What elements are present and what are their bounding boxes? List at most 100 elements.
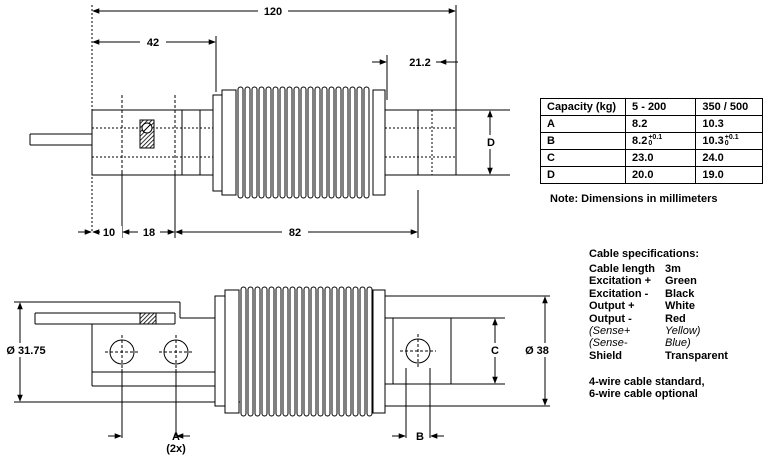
dim-label-b: B: [416, 431, 424, 443]
bellows-rib: [331, 286, 338, 417]
dim-label-a-note: (2x): [166, 443, 186, 455]
header-range-1: 5 - 200: [625, 98, 697, 116]
row-value-2: 19.0: [695, 166, 763, 184]
row-value-2: 24.0: [695, 149, 763, 167]
cable-spec-key: (Sense+: [589, 324, 631, 337]
bellows-rib: [293, 86, 300, 199]
cable-spec-key: Shield: [589, 349, 623, 362]
cable-spec-value: Blue): [665, 337, 691, 350]
tolerance-upper: +0.1: [724, 134, 739, 142]
cable-spec-row: (Sense- Blue): [589, 337, 728, 349]
dimensions-note: Note: Dimensions in millimeters: [550, 193, 718, 205]
bellows-rib: [282, 286, 289, 417]
top-view: [29, 5, 510, 238]
bellows-rib: [261, 286, 268, 417]
table-row-a: A 8.2 10.3: [539, 115, 763, 133]
header-range-2: 350 / 500: [695, 98, 763, 116]
table-row-c: C 23.0 24.0: [539, 149, 763, 167]
row-value-2: 10.3: [702, 135, 724, 147]
bellows-rib: [296, 286, 303, 417]
row-value-1: 8.2: [625, 115, 697, 133]
dim-end-block: 21.2: [409, 57, 430, 69]
tolerance-lower: 0: [724, 140, 729, 148]
bellows-rib: [352, 286, 359, 417]
bellows-rib: [251, 86, 258, 199]
dim-seg-10: 10: [103, 227, 115, 239]
cable-standard-line-1: 4-wire cable standard,: [589, 376, 705, 388]
bellows-rib: [338, 286, 345, 417]
row-value-1: 23.0: [625, 149, 697, 167]
bottom-view: [14, 289, 550, 438]
tolerance-lower: 0: [648, 140, 653, 148]
row-value-1: 8.2: [632, 135, 648, 147]
bellows-rib: [240, 286, 247, 417]
bellows-rib: [303, 286, 310, 417]
cable-spec-key: Output +: [589, 300, 635, 313]
bellows-rib: [247, 286, 254, 417]
bellows-rib: [317, 286, 324, 417]
dim-diameter-left: Ø 31.75: [6, 345, 45, 357]
bellows-bottom: [240, 286, 373, 417]
bellows-rib: [356, 86, 363, 199]
table-row-d: D 20.0 19.0: [539, 166, 763, 184]
cable-spec-row: Excitation -Black: [589, 288, 728, 300]
bellows-rib: [349, 86, 356, 199]
cable-spec-key: Excitation +: [589, 275, 652, 288]
tolerance-upper: +0.1: [648, 134, 663, 142]
bellows-rib: [328, 86, 335, 199]
capacity-table: Capacity (kg) 5 - 200 350 / 500 A 8.2 10…: [539, 98, 763, 184]
bellows-rib: [300, 86, 307, 199]
cable-spec-key: Cable length: [589, 263, 656, 275]
cable-spec-value: White: [665, 300, 695, 313]
bellows-rib: [289, 286, 296, 417]
dim-diameter-right: Ø 38: [525, 345, 549, 357]
row-label: D: [539, 166, 627, 184]
cable-spec-row: Shield Transparent: [589, 350, 728, 362]
bellows-top: [237, 86, 370, 199]
dim-seg-82: 82: [289, 227, 301, 239]
bellows-rib: [314, 86, 321, 199]
cable-spec-value: Black: [665, 287, 695, 300]
bellows-rib: [244, 86, 251, 199]
bellows-rib: [310, 286, 317, 417]
cable-spec-row: Excitation + Green: [589, 275, 728, 287]
dim-to-flange: 42: [147, 37, 159, 49]
cable-spec-value: Red: [665, 312, 686, 325]
bellows-rib: [335, 86, 342, 199]
cable-spec-row: Output + White: [589, 300, 728, 312]
row-value-1: 20.0: [625, 166, 697, 184]
cable-spec-key: (Sense-: [589, 337, 628, 350]
row-value-2: 10.3: [695, 115, 763, 133]
row-label: C: [539, 149, 627, 167]
cable-spec-value: Green: [665, 275, 697, 288]
table-header-row: Capacity (kg) 5 - 200 350 / 500: [539, 98, 763, 116]
dim-height-d: D: [487, 137, 495, 149]
bellows-rib: [345, 286, 352, 417]
bellows-rib: [359, 286, 366, 417]
bellows-rib: [265, 86, 272, 199]
bellows-rib: [286, 86, 293, 199]
cable-spec-value: Transparent: [665, 349, 728, 362]
header-capacity: Capacity (kg): [539, 98, 627, 116]
bellows-rib: [366, 286, 373, 417]
cable-spec-row: Output -Red: [589, 313, 728, 325]
bellows-rib: [307, 86, 314, 199]
row-label: A: [539, 115, 627, 133]
bellows-rib: [254, 286, 261, 417]
bellows-rib: [237, 86, 244, 199]
cable-standard-note: 4-wire cable standard, 6-wire cable opti…: [589, 376, 705, 401]
bellows-rib: [324, 286, 331, 417]
dim-label-c: C: [491, 345, 499, 357]
bellows-rib: [342, 86, 349, 199]
dim-label-a: A: [172, 431, 180, 443]
dim-seg-18: 18: [143, 227, 155, 239]
cable-specs-title: Cable specifications:: [589, 248, 700, 260]
cable-standard-line-2: 6-wire cable optional: [589, 388, 698, 401]
